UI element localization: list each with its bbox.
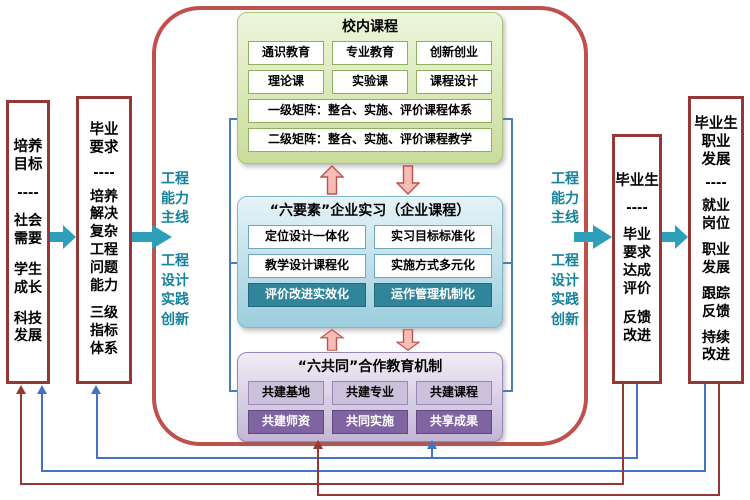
bracket-right-stub-bottom — [503, 390, 511, 392]
label-engineering-ability-left: 工程 能力 主线 — [161, 171, 189, 227]
cell-joint-faculty: 共建师资 — [248, 410, 324, 435]
arrow-goals-to-requirements — [50, 225, 76, 249]
arrowhead-to-graduation-requirements — [91, 385, 101, 394]
bracket-left-stub-mid — [229, 262, 237, 264]
arrowhead-blue-to-center — [427, 440, 437, 449]
arrow-center-to-graduates — [574, 225, 612, 249]
campus-row2: 理论课 实验课 课程设计 — [248, 70, 492, 95]
bracket-left-vertical — [229, 118, 231, 392]
bracket-left-stub-top — [229, 118, 237, 120]
cell-joint-major: 共建专业 — [332, 381, 408, 406]
item-career-development: 职业 发展 — [702, 241, 730, 276]
item-employment-position: 就业 岗位 — [702, 198, 730, 232]
cell-shared-results: 共享成果 — [416, 410, 492, 435]
career-development-box: 毕业生 职业 发展 ---- 就业 岗位 职业 发展 跟踪 反馈 持续 改进 — [688, 96, 744, 384]
feedback-blue-line1 — [96, 457, 638, 459]
cell-general-education: 通识教育 — [248, 41, 324, 66]
cell-diverse-implementation: 实施方式多元化 — [374, 254, 492, 279]
cell-theory-course: 理论课 — [248, 70, 324, 95]
internship-row3: 评价改进实效化 运作管理机制化 — [248, 283, 492, 308]
feedback-blue-up-to-requirements — [96, 394, 98, 457]
cooperation-row2: 共建师资 共同实施 共享成果 — [248, 410, 492, 435]
down-arrow-campus-to-internship — [396, 165, 420, 195]
up-arrow-cooperation-to-internship — [320, 329, 344, 351]
down-arrow-internship-to-cooperation — [396, 329, 420, 351]
cell-joint-course: 共建课程 — [416, 381, 492, 406]
campus-row1: 通识教育 专业教育 创新创业 — [248, 41, 492, 66]
cell-level2-matrix: 二级矩阵：整合、实施、评价课程教学 — [248, 128, 492, 153]
separator: ---- — [626, 200, 648, 216]
feedback-blue-up-to-center — [431, 449, 433, 457]
graduates-box: 毕业生 ---- 毕业 要求 达成 评价 反馈 改进 — [612, 134, 662, 384]
cell-goal-standardization: 实习目标标准化 — [374, 225, 492, 250]
cell-teaching-design: 教学设计课程化 — [248, 254, 366, 279]
bracket-left-stub-bottom — [229, 390, 237, 392]
campus-matrix1-row: 一级矩阵：整合、实施、评价课程体系 — [248, 99, 492, 124]
cell-positioning-design: 定位设计一体化 — [248, 225, 366, 250]
item-feedback-improvement: 反馈 改进 — [623, 310, 651, 345]
feedback-blue-career-down — [704, 384, 706, 470]
separator: ---- — [17, 185, 39, 201]
bracket-right-stub-mid — [503, 262, 511, 264]
campus-courses-title: 校内课程 — [342, 19, 398, 35]
up-arrow-internship-to-campus — [320, 165, 344, 195]
graduation-requirements-title: 毕业 要求 — [89, 122, 119, 157]
cooperation-row1: 共建基地 共建专业 共建课程 — [248, 381, 492, 406]
label-engineering-design-right: 工程 设计 实践 创新 — [551, 253, 579, 328]
cell-operation-management: 运作管理机制化 — [374, 283, 492, 308]
cell-course-design: 课程设计 — [416, 70, 492, 95]
feedback-blue-line2 — [41, 470, 706, 472]
enterprise-internship-section: “六要素”企业实习（企业课程） 定位设计一体化 实习目标标准化 教学设计课程化 … — [237, 196, 503, 328]
arrowhead-blue-to-training-goals — [37, 385, 47, 394]
arrowhead-red-to-center — [313, 440, 323, 449]
cell-experiment-course: 实验课 — [332, 70, 408, 95]
cell-joint-implementation: 共同实施 — [332, 410, 408, 435]
item-complex-engineering-ability: 培养 解决 复杂 工程 问题 能力 — [90, 188, 118, 295]
cell-joint-base: 共建基地 — [248, 381, 324, 406]
cell-evaluation-improvement: 评价改进实效化 — [248, 283, 366, 308]
feedback-red-line1 — [20, 483, 624, 485]
separator: ---- — [705, 176, 727, 192]
enterprise-internship-title: “六要素”企业实习（企业课程） — [269, 203, 471, 219]
feedback-red-career-down — [718, 384, 720, 494]
campus-courses-section: 校内课程 通识教育 专业教育 创新创业 理论课 实验课 课程设计 一级矩阵：整合… — [237, 12, 503, 164]
item-tracking-feedback: 跟踪 反馈 — [702, 285, 730, 320]
separator: ---- — [93, 165, 115, 181]
item-student-growth: 学生 成长 — [14, 261, 42, 296]
bracket-right-vertical — [511, 118, 513, 392]
feedback-blue-graduates-down — [636, 384, 638, 457]
graduates-title: 毕业生 — [615, 172, 659, 189]
cell-professional-education: 专业教育 — [332, 41, 408, 66]
cell-level1-matrix: 一级矩阵：整合、实施、评价课程体系 — [248, 99, 492, 124]
arrowhead-red-to-training-goals — [16, 385, 26, 394]
feedback-red-line2 — [317, 494, 720, 496]
item-continuous-improvement: 持续 改进 — [702, 329, 730, 364]
cell-innovation-entrepreneurship: 创新创业 — [416, 41, 492, 66]
cooperation-mechanism-title: “六共同”合作教育机制 — [297, 359, 443, 375]
item-social-needs: 社会 需要 — [14, 212, 42, 247]
arrow-graduates-to-career — [662, 225, 688, 249]
bracket-right-stub-top — [503, 118, 511, 120]
career-development-title: 毕业生 职业 发展 — [694, 115, 738, 168]
feedback-red-up-to-goals — [20, 394, 22, 483]
item-three-level-index: 三级 指标 体系 — [90, 304, 118, 357]
feedback-red-up-to-center — [317, 449, 319, 494]
graduation-requirements-box: 毕业 要求 ---- 培养 解决 复杂 工程 问题 能力 三级 指标 体系 — [76, 96, 132, 384]
campus-matrix2-row: 二级矩阵：整合、实施、评价课程教学 — [248, 128, 492, 153]
internship-row2: 教学设计课程化 实施方式多元化 — [248, 254, 492, 279]
training-goals-box: 培养 目标 ---- 社会 需要 学生 成长 科技 发展 — [6, 100, 50, 384]
label-engineering-design-left: 工程 设计 实践 创新 — [161, 253, 189, 328]
item-tech-development: 科技 发展 — [14, 310, 42, 345]
cooperation-mechanism-section: “六共同”合作教育机制 共建基地 共建专业 共建课程 共建师资 共同实施 共享成… — [237, 352, 503, 442]
arrow-requirements-to-center — [132, 225, 172, 249]
item-requirement-achievement-evaluation: 毕业 要求 达成 评价 — [623, 226, 651, 297]
feedback-red-graduates-down — [622, 384, 624, 483]
internship-row1: 定位设计一体化 实习目标标准化 — [248, 225, 492, 250]
label-engineering-ability-right: 工程 能力 主线 — [551, 171, 579, 227]
feedback-blue-up-to-goals — [41, 394, 43, 470]
training-goals-title: 培养 目标 — [13, 138, 43, 173]
